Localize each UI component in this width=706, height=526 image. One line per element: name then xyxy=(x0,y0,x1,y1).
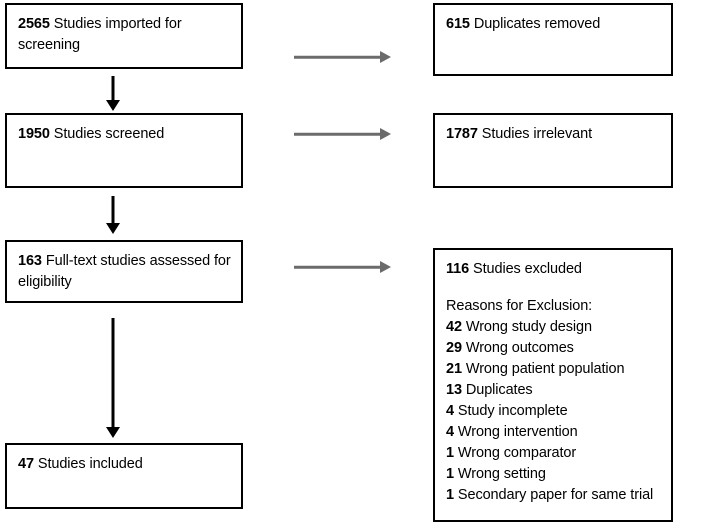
exclusion-reason-item: 21 Wrong patient population xyxy=(446,359,661,380)
arrow-right-icon-to-duplicates xyxy=(294,50,391,64)
exclusion-reasons-list: 42 Wrong study design 29 Wrong outcomes … xyxy=(446,317,661,507)
exclusion-box-excluded-label: Studies excluded xyxy=(473,261,582,277)
flow-box-included-text: 47 Studies included xyxy=(18,454,231,475)
arrow-head xyxy=(106,100,120,111)
arrow-right-icon-to-excluded xyxy=(294,260,391,274)
arrow-head xyxy=(380,128,391,140)
arrow-head xyxy=(380,51,391,63)
exclusion-reason-label: Duplicates xyxy=(465,381,533,398)
exclusion-reason-label: Wrong study design xyxy=(465,318,592,335)
exclusion-reason-item: 29 Wrong outcomes xyxy=(446,338,661,359)
exclusion-reason-item: 13 Duplicates xyxy=(446,380,661,401)
arrow-shaft xyxy=(294,132,383,136)
arrow-down-icon-imported-to-screened xyxy=(100,76,126,111)
flow-box-fulltext-count: 163 xyxy=(18,253,42,269)
exclusion-reason-label: Study incomplete xyxy=(457,402,568,419)
exclusion-box-duplicates-removed: 615 Duplicates removed xyxy=(433,3,673,76)
exclusion-reason-count: 42 xyxy=(446,318,462,335)
arrow-shaft xyxy=(111,196,115,225)
exclusion-reason-count: 4 xyxy=(446,424,454,441)
exclusion-box-studies-irrelevant: 1787 Studies irrelevant xyxy=(433,113,673,188)
exclusion-reason-label: Wrong comparator xyxy=(457,445,577,462)
exclusion-reason-item: 4 Study incomplete xyxy=(446,401,661,422)
exclusion-box-studies-excluded: 116 Studies excluded Reasons for Exclusi… xyxy=(433,248,673,522)
flow-box-imported-label: Studies imported for screening xyxy=(18,16,186,53)
exclusion-box-irrelevant-text: 1787 Studies irrelevant xyxy=(446,124,661,145)
arrow-head xyxy=(380,261,391,273)
exclusion-box-duplicates-label: Duplicates removed xyxy=(473,16,601,32)
flow-box-included-count: 47 xyxy=(18,456,34,472)
exclusion-reason-count: 1 xyxy=(446,487,454,504)
exclusion-reason-count: 1 xyxy=(446,445,454,462)
exclusion-reason-item: 1 Wrong setting xyxy=(446,464,661,485)
exclusion-reason-label: Wrong outcomes xyxy=(465,339,574,356)
exclusion-reason-item: 42 Wrong study design xyxy=(446,317,661,338)
arrow-head xyxy=(106,223,120,234)
exclusion-reason-label: Wrong intervention xyxy=(457,424,578,441)
exclusion-reasons-heading: Reasons for Exclusion: xyxy=(446,297,593,314)
arrow-head xyxy=(106,427,120,438)
arrow-shaft xyxy=(111,318,115,429)
exclusion-box-duplicates-count: 615 xyxy=(446,16,470,32)
exclusion-reason-label: Secondary paper for same trial xyxy=(457,487,654,504)
arrow-shaft xyxy=(111,76,115,102)
flow-box-studies-included: 47 Studies included xyxy=(5,443,243,509)
flow-box-fulltext-assessed: 163 Full-text studies assessed for eligi… xyxy=(5,240,243,303)
arrow-shaft xyxy=(294,55,383,59)
exclusion-reason-count: 4 xyxy=(446,402,454,419)
flow-box-screened-label: Studies screened xyxy=(53,126,165,142)
exclusion-reason-count: 1 xyxy=(446,466,454,483)
exclusion-reason-item: 4 Wrong intervention xyxy=(446,422,661,443)
flow-box-screened-text: 1950 Studies screened xyxy=(18,124,231,145)
flow-box-studies-screened: 1950 Studies screened xyxy=(5,113,243,188)
arrow-shaft xyxy=(294,265,383,269)
flow-box-studies-imported: 2565 Studies imported for screening xyxy=(5,3,243,69)
exclusion-reason-label: Wrong setting xyxy=(457,466,546,483)
exclusion-box-irrelevant-label: Studies irrelevant xyxy=(481,126,593,142)
arrow-down-icon-screened-to-fulltext xyxy=(100,196,126,234)
arrow-right-icon-to-irrelevant xyxy=(294,127,391,141)
exclusion-box-duplicates-text: 615 Duplicates removed xyxy=(446,14,661,35)
exclusion-reason-label: Wrong patient population xyxy=(465,360,625,377)
exclusion-reason-count: 29 xyxy=(446,339,462,356)
flow-box-imported-text: 2565 Studies imported for screening xyxy=(18,14,231,55)
flow-box-screened-count: 1950 xyxy=(18,126,50,142)
exclusion-box-excluded-heading: 116 Studies excluded xyxy=(446,259,661,280)
flow-box-included-label: Studies included xyxy=(37,456,143,472)
flow-box-fulltext-label: Full-text studies assessed for eligibili… xyxy=(18,253,235,290)
exclusion-reason-item: 1 Wrong comparator xyxy=(446,443,661,464)
exclusion-box-irrelevant-count: 1787 xyxy=(446,126,478,142)
exclusion-reason-count: 13 xyxy=(446,381,462,398)
exclusion-box-excluded-count: 116 xyxy=(446,261,470,277)
flow-box-fulltext-text: 163 Full-text studies assessed for eligi… xyxy=(18,251,231,292)
flow-box-imported-count: 2565 xyxy=(18,16,50,32)
exclusion-reason-count: 21 xyxy=(446,360,462,377)
exclusion-reason-item: 1 Secondary paper for same trial xyxy=(446,485,661,506)
arrow-down-icon-fulltext-to-included xyxy=(100,318,126,438)
